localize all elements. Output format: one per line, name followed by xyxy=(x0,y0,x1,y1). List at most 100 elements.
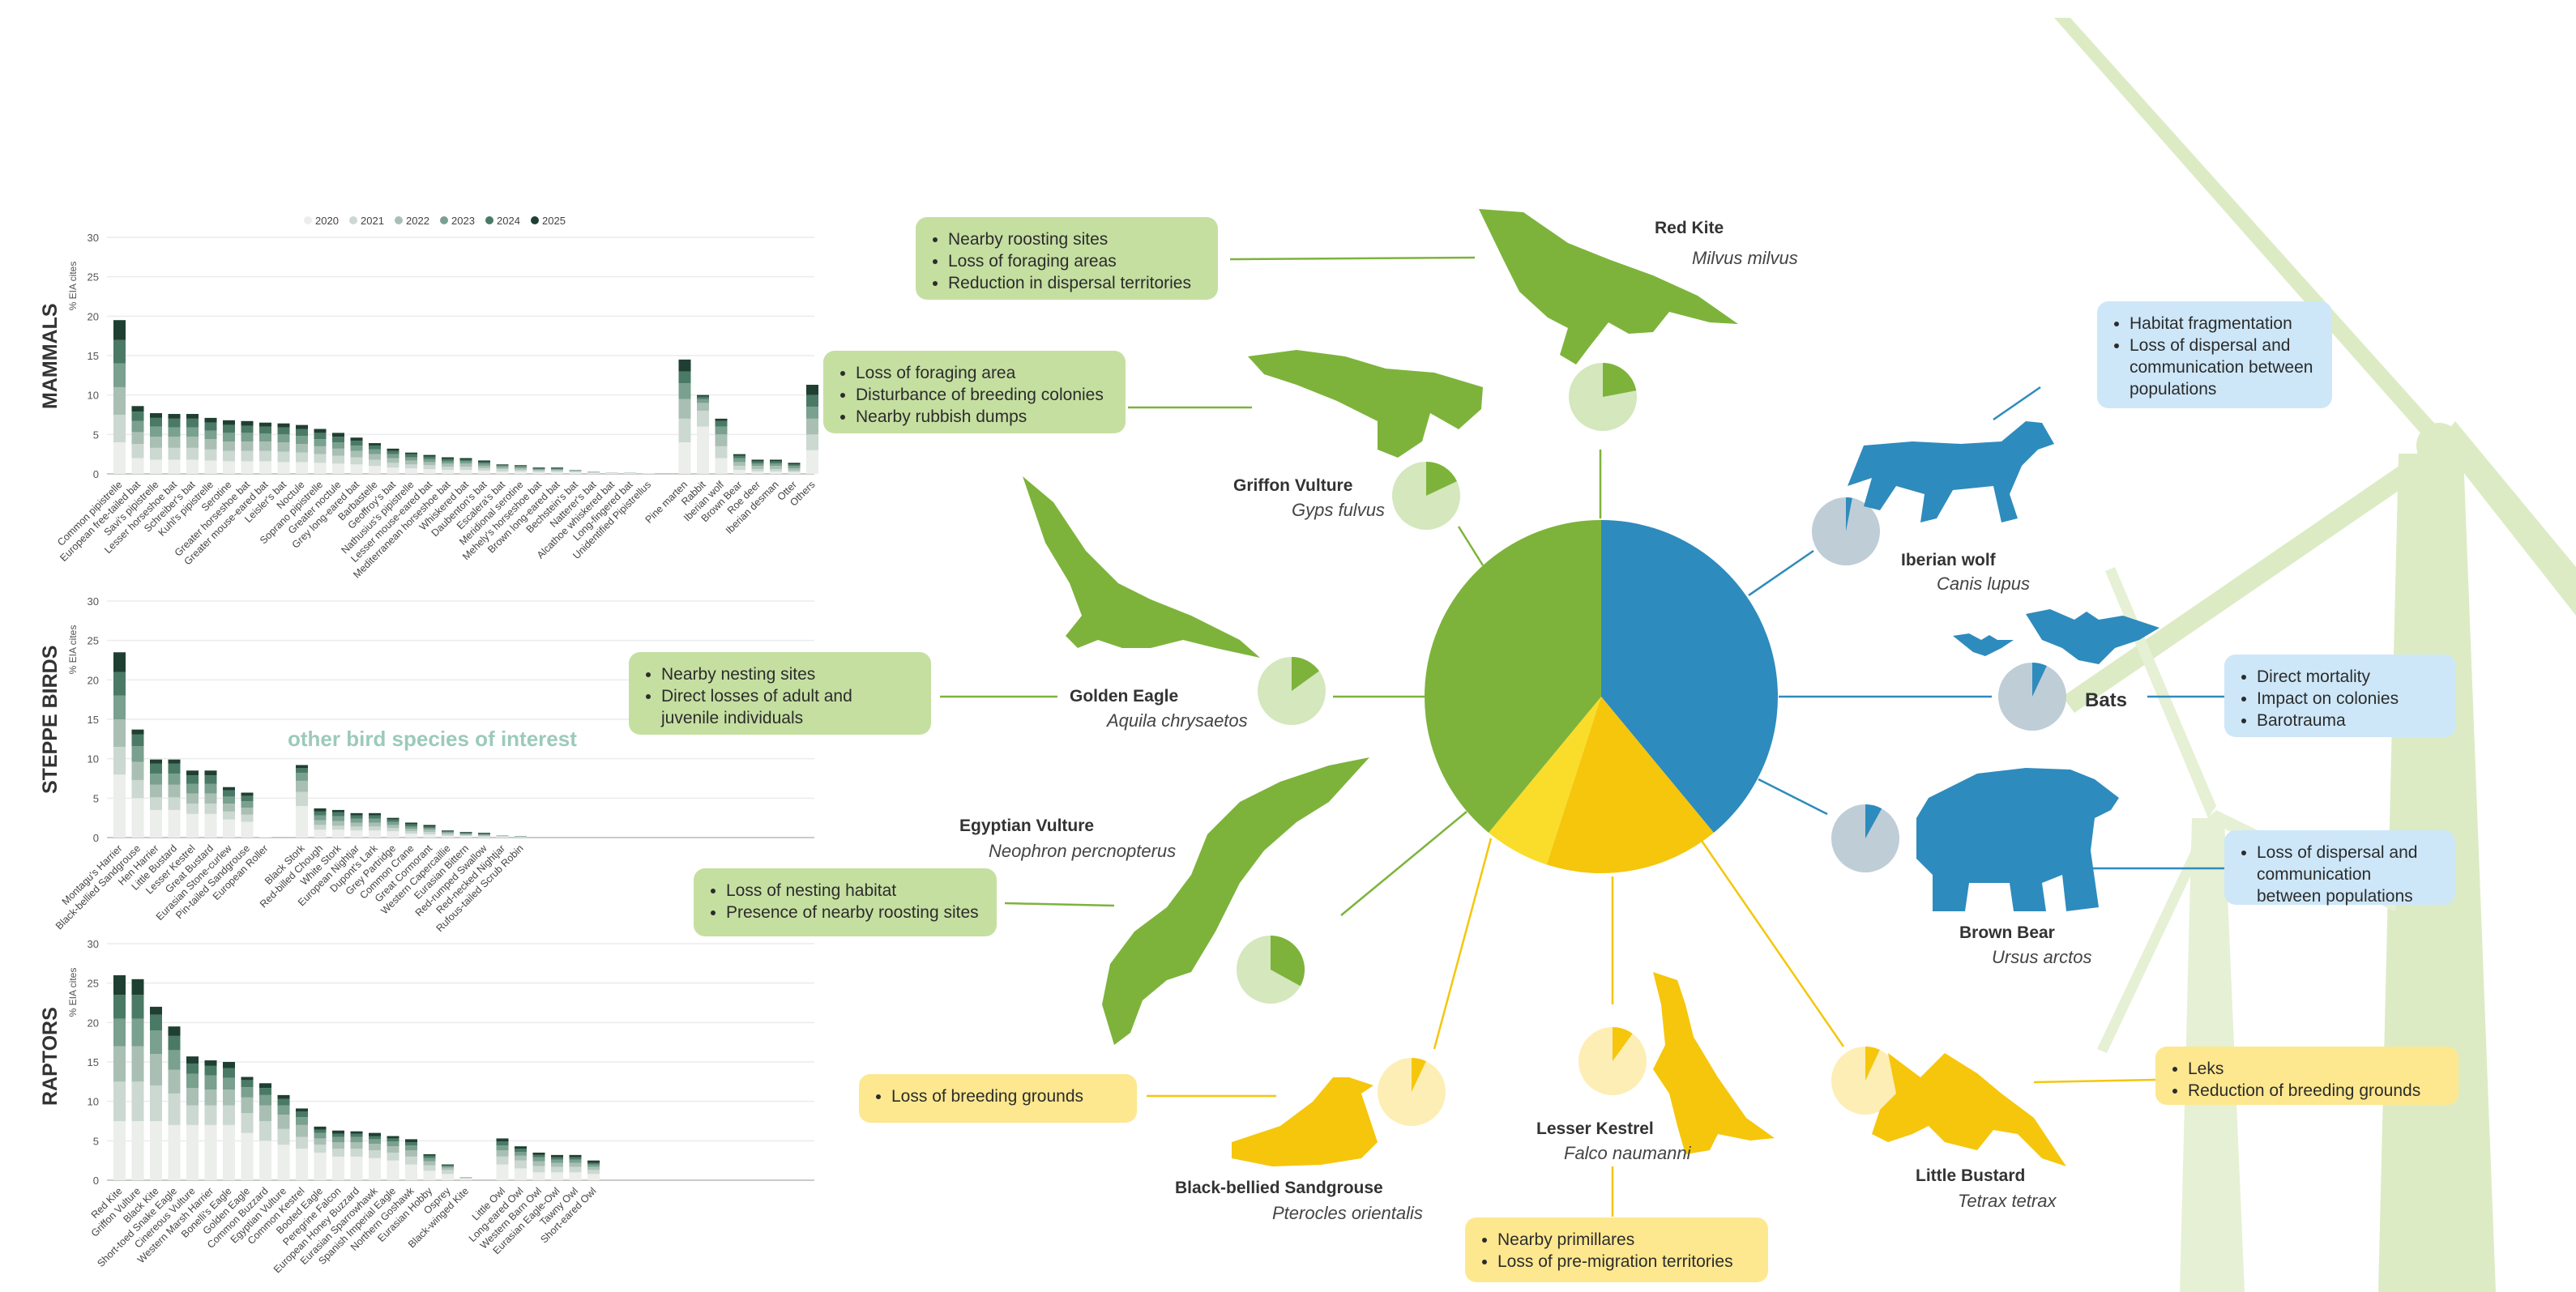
bar-segment-2022 xyxy=(515,468,527,471)
bar-segment-2024 xyxy=(296,429,308,437)
bar-segment-2022 xyxy=(259,1105,271,1121)
legend-label-2024: 2024 xyxy=(497,215,520,227)
bar-segment-2021 xyxy=(223,450,235,462)
bar-segment-2024 xyxy=(314,811,327,816)
connector-griffon xyxy=(1457,526,1485,566)
bar-segment-2021 xyxy=(150,1085,162,1121)
pie-slice-steppe-birds--other- xyxy=(1489,697,1601,865)
bar-segment-2020 xyxy=(150,1121,162,1180)
bar-segment-2020 xyxy=(532,472,545,474)
bar-segment-2020 xyxy=(350,464,363,474)
bar-segment-2022 xyxy=(186,793,199,804)
species-name-sandgrouse: Black-bellied Sandgrouse xyxy=(1175,1179,1383,1197)
bar-segment-2020 xyxy=(296,462,308,474)
bar-segment-2021 xyxy=(186,447,199,460)
bar-segment-2023 xyxy=(150,426,162,437)
bar-segment-2021 xyxy=(478,468,490,471)
bar-segment-2020 xyxy=(369,830,381,838)
bar-segment-2025 xyxy=(204,1060,217,1066)
bar-segment-2025 xyxy=(369,812,381,816)
bar-segment-2021 xyxy=(459,467,472,471)
bar-segment-2020 xyxy=(496,837,509,838)
connector-egyptian-box xyxy=(1004,902,1115,907)
bar-segment-2021 xyxy=(569,1166,582,1173)
bar-segment-2022 xyxy=(204,439,217,450)
bar-segment-2022 xyxy=(350,450,363,458)
bar-segment-2024 xyxy=(223,424,235,433)
bar-segment-2024 xyxy=(131,411,144,421)
bar-segment-2025 xyxy=(296,424,308,429)
bar-segment-2020 xyxy=(387,467,399,474)
bar-segment-2021 xyxy=(314,825,327,830)
bar-segment-2022 xyxy=(296,780,308,792)
bar-segment-2023 xyxy=(587,1164,600,1167)
bar-segment-2020 xyxy=(241,1132,254,1180)
bar-segment-2025 xyxy=(405,452,417,454)
bar-segment-2020 xyxy=(587,1174,600,1180)
x-tick-label: Black-bellied Sandgrouse xyxy=(53,842,143,932)
bar-segment-2020 xyxy=(587,473,600,474)
bar-segment-2021 xyxy=(423,832,436,835)
bar-segment-2024 xyxy=(204,775,217,784)
bar-segment-2025 xyxy=(168,1026,181,1036)
threats-golden-eagle: Nearby nesting sites Direct losses of ad… xyxy=(629,652,931,735)
bar-segment-2025 xyxy=(551,1154,563,1158)
bar-segment-2025 xyxy=(496,464,509,466)
bar-segment-2021 xyxy=(113,747,126,775)
bar-segment-2020 xyxy=(332,829,344,838)
group-label-raptors: RAPTORS xyxy=(39,1007,62,1106)
species-name-egyptian-vulture: Egyptian Vulture xyxy=(959,817,1095,835)
bar-segment-2023 xyxy=(223,1077,235,1090)
species-sci-egyptian-vulture: Neophron percnopterus xyxy=(989,841,1177,861)
bar-segment-2021 xyxy=(350,457,363,465)
bar-segment-2024 xyxy=(113,339,126,364)
bar-segment-2021 xyxy=(241,1113,254,1133)
bar-segment-2023 xyxy=(569,470,582,471)
bar-segment-2024 xyxy=(277,427,290,435)
bar-segment-2024 xyxy=(697,396,709,399)
bar-segment-2024 xyxy=(442,831,454,833)
bar-segment-2024 xyxy=(532,1154,545,1158)
y-tick-label: 20 xyxy=(88,1017,99,1029)
bar-segment-2022 xyxy=(405,460,417,465)
bar-segment-2022 xyxy=(788,468,801,471)
species-pies xyxy=(1237,363,2066,1126)
bar-segment-2025 xyxy=(405,822,417,825)
bar-segment-2023 xyxy=(478,463,490,467)
bar-segment-2024 xyxy=(387,450,399,454)
bar-segment-2022 xyxy=(423,829,436,833)
bar-segment-2020 xyxy=(168,1124,181,1180)
bar-segment-2021 xyxy=(150,797,162,810)
bar-segment-2020 xyxy=(551,1172,563,1180)
bar-segment-2024 xyxy=(113,672,126,696)
bar-segment-2023 xyxy=(551,469,563,471)
bar-segment-2021 xyxy=(168,797,181,810)
bar-segment-2025 xyxy=(532,1152,545,1155)
bar-segment-2021 xyxy=(113,415,126,443)
bar-segment-2021 xyxy=(332,825,344,830)
bar-segment-2025 xyxy=(113,652,126,672)
connector-bustard xyxy=(1700,840,1845,1047)
bar-segment-2023 xyxy=(204,430,217,440)
threats-iberian-wolf: Habitat fragmentation Loss of dispersal … xyxy=(2097,301,2332,408)
bar-segment-2021 xyxy=(715,446,728,458)
bar-segment-2022 xyxy=(423,1161,436,1166)
bar-segment-2025 xyxy=(678,359,691,372)
bar-segment-2023 xyxy=(751,463,764,467)
threat-item: Nearby primillares xyxy=(1497,1229,1750,1251)
main-pie-chart xyxy=(1425,520,1778,873)
species-pie-slice-bats xyxy=(2032,663,2047,697)
bar-segment-2020 xyxy=(113,774,126,838)
bar-segment-2022 xyxy=(168,1069,181,1094)
bar-segment-2025 xyxy=(150,759,162,764)
bar-segment-2021 xyxy=(387,463,399,468)
threat-item: Nearby nesting sites xyxy=(661,663,913,685)
bar-segment-2025 xyxy=(459,458,472,460)
bar-segment-2022 xyxy=(296,444,308,453)
bar-segment-2021 xyxy=(131,444,144,458)
bar-segment-2022 xyxy=(442,833,454,835)
bar-segment-2025 xyxy=(186,1056,199,1064)
bar-segment-2022 xyxy=(204,1089,217,1106)
bar-segment-2024 xyxy=(405,1142,417,1146)
